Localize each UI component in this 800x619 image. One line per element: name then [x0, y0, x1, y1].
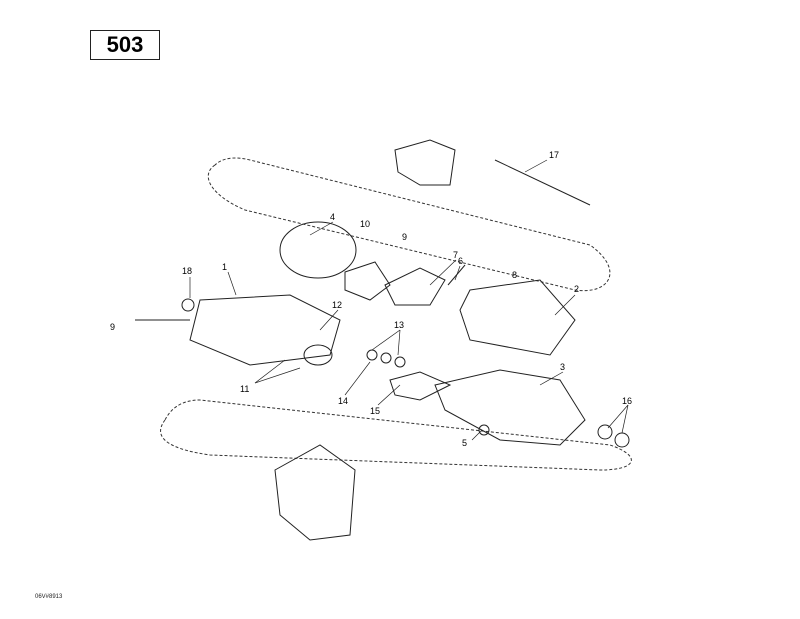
upper-gasket-outline [207, 157, 611, 292]
drive-housing [434, 369, 586, 446]
o-ring-b [614, 432, 630, 448]
end-cover [279, 221, 357, 279]
bushing [478, 424, 490, 436]
callout-16: 16 [622, 396, 632, 406]
o-ring-a [597, 424, 613, 440]
washer [181, 298, 195, 312]
top-mounting-plate [394, 139, 456, 186]
callout-5: 5 [462, 438, 467, 448]
leader-lines [189, 159, 629, 441]
callout-18: 18 [182, 266, 192, 276]
callout-7: 7 [453, 250, 458, 260]
brush-holder [384, 267, 446, 306]
drive-pinion [303, 344, 333, 366]
callout-11: 11 [240, 384, 249, 394]
callout-10: 10 [360, 219, 370, 229]
page-number-box: 503 [90, 30, 160, 60]
callout-2: 2 [574, 284, 579, 294]
bottom-mounting-plate [274, 444, 356, 541]
callout-6: 6 [458, 256, 463, 266]
callout-14: 14 [338, 396, 348, 406]
callout-9-left: 9 [110, 322, 115, 332]
lower-gasket-outline [160, 399, 632, 471]
callout-17: 17 [549, 150, 559, 160]
callout-12: 12 [332, 300, 342, 310]
callout-1: 1 [222, 262, 227, 272]
callout-13: 13 [394, 320, 404, 330]
starter-body [189, 294, 341, 366]
stud [494, 159, 591, 206]
footer-code: 06V#8913 [35, 594, 63, 600]
armature-housing [459, 279, 576, 356]
brush-plate [344, 261, 391, 301]
circlip-a [366, 349, 378, 361]
callout-4: 4 [330, 212, 335, 222]
circlip-c [394, 356, 406, 368]
callout-8: 8 [512, 270, 517, 280]
circlip-b [380, 352, 392, 364]
fork-lever [389, 371, 452, 401]
callout-15: 15 [370, 406, 380, 416]
callout-9-upper: 9 [402, 232, 407, 242]
callout-3: 3 [560, 362, 565, 372]
